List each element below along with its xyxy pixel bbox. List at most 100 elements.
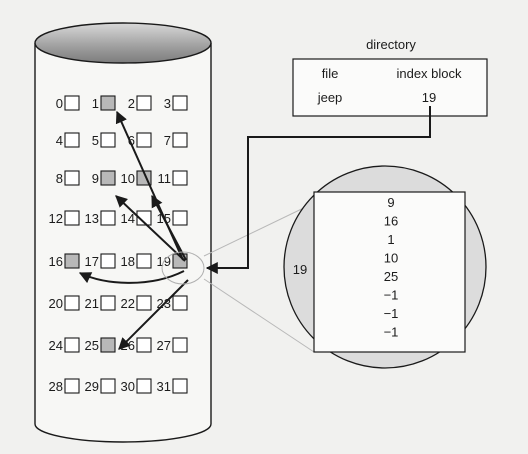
block-1: 1 — [92, 95, 116, 111]
free-block-square — [64, 95, 80, 111]
used-block-square — [100, 170, 116, 186]
used-block-square — [64, 253, 80, 269]
free-block-square — [172, 170, 188, 186]
free-block-square — [64, 378, 80, 394]
block-20: 20 — [49, 295, 80, 311]
pointer-arrows — [78, 106, 431, 350]
block-9: 9 — [92, 170, 116, 186]
block-11: 11 — [158, 170, 188, 186]
block-number: 29 — [85, 379, 99, 394]
index-entry: 1 — [387, 232, 394, 247]
free-block-square — [100, 295, 116, 311]
block-number: 0 — [56, 96, 63, 111]
block-number: 10 — [121, 171, 135, 186]
free-block-square — [100, 378, 116, 394]
free-block-square — [172, 295, 188, 311]
block-17: 17 — [85, 253, 116, 269]
index-entry: −1 — [384, 325, 399, 340]
arrow-to-block-16 — [78, 270, 185, 284]
block-number: 1 — [92, 96, 99, 111]
block-16: 16 — [49, 253, 80, 269]
block-3: 3 — [164, 95, 188, 111]
block-28: 28 — [49, 378, 80, 394]
index-entry: 9 — [387, 195, 394, 210]
directory-row-index: 19 — [422, 90, 436, 105]
block-number: 27 — [157, 338, 171, 353]
free-block-square — [64, 132, 80, 148]
block-number: 16 — [49, 254, 63, 269]
used-block-square — [100, 95, 116, 111]
arrow-to-block-25 — [118, 279, 189, 350]
block-31: 31 — [157, 378, 188, 394]
index-entry: −1 — [384, 306, 399, 321]
free-block-square — [64, 170, 80, 186]
free-block-square — [64, 337, 80, 353]
disk-top — [34, 22, 212, 64]
block-number: 24 — [49, 338, 63, 353]
block-29: 29 — [85, 378, 116, 394]
block-number: 18 — [121, 254, 135, 269]
directory-col-index: index block — [396, 66, 462, 81]
free-block-square — [136, 95, 152, 111]
directory-box — [292, 58, 488, 117]
block-number: 20 — [49, 296, 63, 311]
directory-title: directory — [366, 37, 416, 52]
free-block-square — [136, 378, 152, 394]
block-number: 7 — [164, 133, 171, 148]
block-number: 9 — [92, 171, 99, 186]
block-18: 18 — [121, 253, 152, 269]
arrow-to-block-9 — [115, 195, 186, 262]
free-block-square — [64, 210, 80, 226]
directory-table: directory file index block jeep 19 — [292, 37, 488, 117]
block-number: 31 — [157, 379, 171, 394]
arrow-to-block-1 — [115, 110, 184, 261]
block-5: 5 — [92, 132, 116, 148]
zoom-line-top — [203, 202, 315, 257]
block-number: 17 — [85, 254, 99, 269]
index-entry: −1 — [384, 288, 399, 303]
free-block-square — [64, 295, 80, 311]
used-block-square — [100, 337, 116, 353]
block-number: 22 — [121, 296, 135, 311]
free-block-square — [100, 210, 116, 226]
free-block-square — [136, 295, 152, 311]
block-8: 8 — [56, 170, 80, 186]
index-entry: 16 — [384, 214, 398, 229]
block-6: 6 — [128, 132, 152, 148]
block-30: 30 — [121, 378, 152, 394]
arrow-directory-to-block-19 — [205, 106, 431, 274]
block-number: 14 — [121, 211, 135, 226]
free-block-square — [172, 210, 188, 226]
free-block-square — [172, 132, 188, 148]
block-7: 7 — [164, 132, 188, 148]
block-13: 13 — [85, 210, 116, 226]
block-number: 12 — [49, 211, 63, 226]
index-entry: 10 — [384, 251, 398, 266]
free-block-square — [136, 253, 152, 269]
block-4: 4 — [56, 132, 80, 148]
free-block-square — [136, 337, 152, 353]
index-block-box — [313, 191, 466, 353]
free-block-square — [100, 132, 116, 148]
block-21: 21 — [85, 295, 116, 311]
block-2: 2 — [128, 95, 152, 111]
block-12: 12 — [49, 210, 80, 226]
index-entry: 25 — [384, 269, 398, 284]
block-22: 22 — [121, 295, 152, 311]
index-block-entries: 9 16 1 10 25 −1 −1 −1 — [384, 195, 399, 340]
block-number: 30 — [121, 379, 135, 394]
block-number: 3 — [164, 96, 171, 111]
free-block-square — [172, 378, 188, 394]
block-25: 25 — [85, 337, 116, 353]
block-number: 11 — [158, 171, 172, 186]
block-number: 6 — [128, 133, 135, 148]
block-number: 25 — [85, 338, 99, 353]
free-block-square — [100, 253, 116, 269]
directory-row-file: jeep — [317, 90, 343, 105]
zoom-line-bottom — [203, 278, 315, 353]
block-19-highlight — [161, 251, 205, 285]
block-number: 21 — [85, 296, 99, 311]
block-24: 24 — [49, 337, 80, 353]
directory-col-file: file — [322, 66, 339, 81]
